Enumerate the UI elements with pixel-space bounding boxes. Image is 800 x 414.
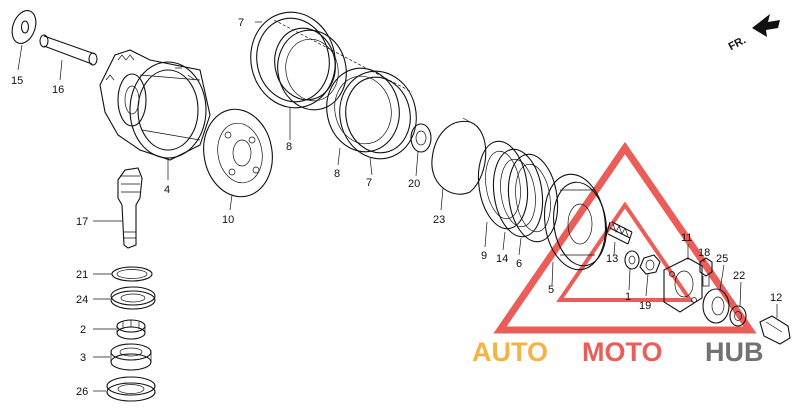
part-9-plate	[477, 140, 529, 230]
callout-6: 6	[516, 258, 522, 270]
callout-19: 19	[639, 300, 651, 312]
callout-2: 2	[80, 324, 86, 336]
part-13-spring	[605, 221, 633, 245]
part-11-bearing-holder	[663, 257, 703, 313]
part-16-bushing	[39, 34, 98, 66]
callout-5: 5	[548, 284, 554, 296]
watermark-brand-auto: AUTO	[472, 337, 548, 367]
callout-8-lower: 8	[334, 168, 340, 180]
part-7-upper-ring	[250, 11, 336, 109]
part-21-shim	[111, 266, 153, 282]
callout-15: 15	[11, 75, 23, 87]
callout-labels: 15 16 4 7 8 8 7 10 17 21 24 2 3 26 20 23…	[11, 17, 782, 398]
front-direction-label: FR.	[727, 34, 748, 53]
watermark-logo: AUTO MOTO HUB	[472, 141, 764, 367]
part-4-gear	[99, 49, 211, 161]
callout-16: 16	[52, 84, 64, 96]
watermark-brand-hub: HUB	[705, 337, 764, 367]
callout-24: 24	[76, 294, 88, 306]
callout-9: 9	[481, 250, 487, 262]
front-arrow-icon	[752, 14, 780, 37]
part-10-pressure-plate	[203, 108, 273, 198]
callout-22: 22	[733, 270, 745, 282]
part-3-collar	[110, 343, 152, 371]
part-23-circlip	[431, 117, 487, 195]
callout-13: 13	[606, 253, 618, 265]
part-15-washer	[11, 10, 37, 44]
part-20-washer	[410, 123, 432, 153]
callout-18: 18	[698, 247, 710, 259]
part-2-gear	[116, 319, 146, 340]
part-25-bearing	[702, 288, 730, 324]
callout-7-lower: 7	[366, 177, 372, 189]
part-22-washer	[729, 305, 747, 327]
callout-3: 3	[80, 352, 86, 364]
callout-14: 14	[496, 253, 508, 265]
part-19-nut	[639, 254, 661, 275]
callout-17: 17	[76, 216, 88, 228]
part-6-plate	[507, 153, 559, 243]
part-7-lower-ring	[339, 70, 417, 160]
part-8-upper-plate	[277, 29, 347, 111]
callout-23: 23	[433, 214, 445, 226]
part-17-pinion-shaft	[117, 167, 143, 249]
part-5-clutch-drum	[544, 173, 607, 271]
callout-10: 10	[222, 214, 234, 226]
part-14-plate	[492, 148, 544, 238]
callout-7-upper: 7	[238, 17, 244, 29]
part-12-bolt	[759, 315, 791, 345]
callout-4: 4	[164, 184, 170, 196]
part-24-bearing	[110, 286, 156, 310]
callout-1: 1	[625, 291, 631, 303]
callout-25: 25	[716, 253, 728, 265]
watermark-brand-moto: MOTO	[582, 337, 663, 367]
callout-26: 26	[76, 386, 88, 398]
part-1-washer	[624, 250, 640, 270]
part-26-bearing	[106, 376, 156, 402]
watermark-triangle-icon	[493, 141, 757, 334]
callout-20: 20	[408, 178, 420, 190]
callout-21: 21	[76, 269, 88, 281]
callout-8-upper: 8	[286, 141, 292, 153]
front-direction-indicator: FR.	[727, 14, 780, 53]
callout-11: 11	[681, 232, 692, 244]
callout-12: 12	[770, 292, 782, 304]
part-18-bolt	[699, 257, 713, 287]
